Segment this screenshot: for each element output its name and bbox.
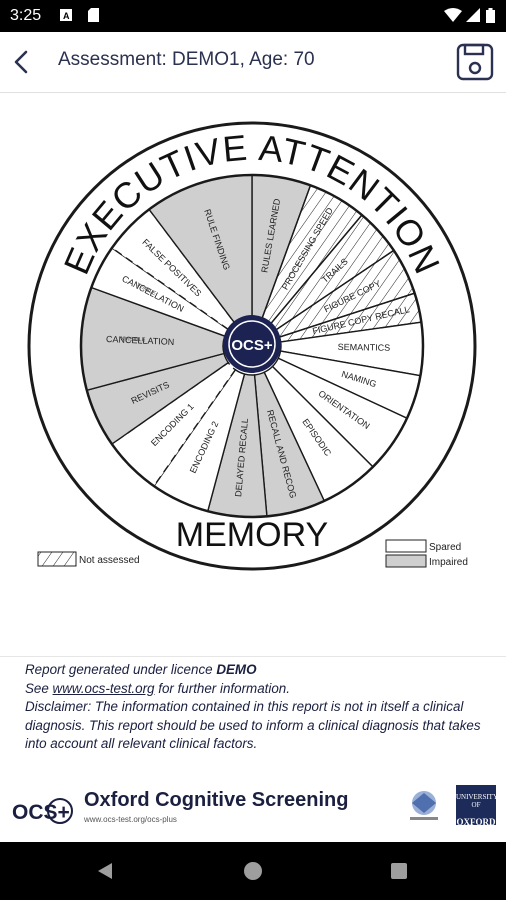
status-bar: 3:25 A bbox=[0, 0, 506, 32]
disclaimer: Disclaimer: The information contained in… bbox=[25, 699, 481, 751]
svg-text:OCS+: OCS+ bbox=[12, 801, 70, 824]
recents-nav-button[interactable] bbox=[391, 863, 407, 879]
wheel-segment-label: CANCELLATION bbox=[106, 334, 175, 347]
signal-icon bbox=[466, 8, 480, 27]
battery-icon bbox=[486, 8, 495, 28]
home-circle-icon bbox=[244, 862, 262, 880]
licence-line: Report generated under licence DEMO bbox=[25, 662, 257, 677]
home-nav-button[interactable] bbox=[244, 862, 262, 880]
save-button[interactable] bbox=[456, 43, 494, 81]
legend-impaired-swatch bbox=[385, 554, 427, 568]
footer-text: Report generated under licence DEMO See … bbox=[25, 661, 495, 754]
wifi-icon bbox=[444, 8, 462, 27]
page-title: Assessment: DEMO1, Age: 70 bbox=[58, 49, 315, 70]
legend-spared-swatch bbox=[385, 539, 427, 553]
back-arrow-icon bbox=[14, 50, 28, 74]
wheel-segment-label: SEMANTICS bbox=[338, 342, 391, 353]
ocs-plus-logo: OCS+ bbox=[12, 795, 74, 834]
legend-impaired: Impaired bbox=[429, 557, 468, 568]
back-button[interactable] bbox=[8, 46, 36, 78]
brand-name: Oxford Cognitive Screening bbox=[84, 789, 349, 811]
app-bar: Assessment: DEMO1, Age: 70 bbox=[0, 32, 506, 93]
notification-a-icon: A bbox=[60, 8, 72, 26]
recents-square-icon bbox=[391, 863, 407, 879]
report-footer: Report generated under licence DEMO See … bbox=[0, 656, 506, 843]
oxford-logo: UNIVERSITY OF OXFORD bbox=[456, 785, 498, 827]
back-nav-button[interactable] bbox=[98, 863, 112, 879]
back-triangle-icon bbox=[98, 863, 112, 879]
svg-text:A: A bbox=[63, 11, 70, 21]
info-line: See www.ocs-test.org for further informa… bbox=[25, 680, 290, 696]
wheel-small-label: INVISIBLE bbox=[119, 336, 146, 343]
ocs-center-text: OCS+ bbox=[231, 337, 273, 354]
legend-not-assessed-swatch bbox=[37, 551, 77, 567]
memory-label: MEMORY bbox=[176, 516, 328, 554]
ocs-website-link[interactable]: www.ocs-test.org bbox=[52, 680, 155, 696]
brand-url: www.ocs-test.org/ocs-plus bbox=[84, 815, 177, 824]
save-icon bbox=[456, 43, 494, 81]
nav-bar bbox=[0, 842, 506, 900]
status-time: 3:25 bbox=[10, 7, 42, 24]
ocs-center-logo bbox=[223, 315, 281, 373]
partner-logo bbox=[404, 789, 444, 828]
legend-spared: Spared bbox=[429, 542, 461, 553]
sd-card-icon bbox=[88, 8, 99, 27]
licence-value: DEMO bbox=[216, 662, 257, 677]
legend-not-assessed: Not assessed bbox=[79, 555, 140, 566]
